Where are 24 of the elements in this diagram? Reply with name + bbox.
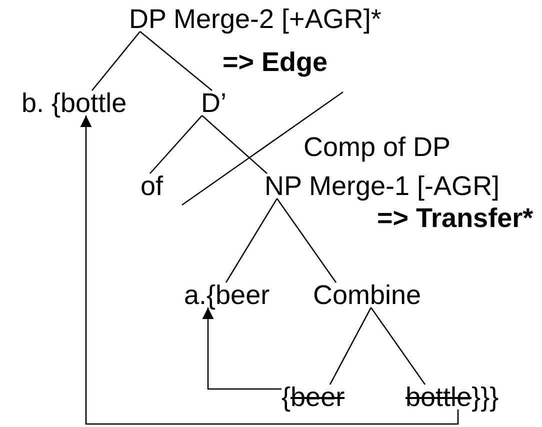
node-label: of [140, 170, 164, 202]
node-label: D’ [201, 88, 226, 119]
tree-branch [370, 307, 426, 385]
node-label: a.{beer [184, 280, 270, 311]
operation-label: => Edge [222, 46, 328, 78]
node-label: Comp of DP [304, 132, 451, 163]
node-label: bottle [406, 382, 472, 413]
tree-branch [150, 115, 202, 174]
node-label: NP Merge-1 [-AGR] [264, 170, 500, 202]
tree-branch [276, 198, 337, 283]
node-label: Combine [313, 280, 422, 311]
movement-arrow [80, 116, 459, 425]
node-label: beer [290, 382, 345, 413]
tree-branch [202, 115, 268, 174]
tree-branch [225, 198, 278, 283]
tree-branch [92, 31, 140, 91]
operation-label: => Transfer* [377, 202, 534, 234]
tree-branch [329, 307, 372, 385]
bracket-label: { [282, 382, 291, 413]
movement-arrow [202, 308, 282, 390]
bracket-label: }}} [472, 382, 499, 413]
node-label: b. {bottle [22, 88, 127, 119]
tree-branch [140, 31, 212, 91]
node-label: DP Merge-2 [+AGR]* [129, 4, 382, 35]
